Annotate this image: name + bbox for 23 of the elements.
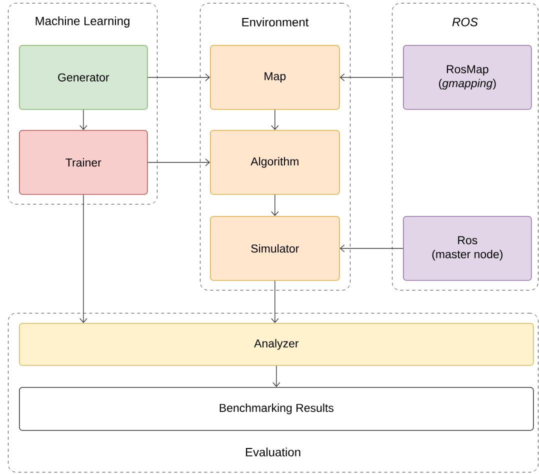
arrow [271,109,279,130]
group-title: Environment [242,18,309,26]
process-box: Algorithm [210,130,340,195]
process-box: Map [210,45,340,110]
arrow [147,74,210,82]
ros-box: Ros (master node) [403,216,532,281]
group-title: ROS [452,18,478,26]
group-title: Evaluation [246,448,300,456]
arrow [80,109,88,130]
arrow [80,194,88,323]
results-box: Benchmarking Results [19,387,534,431]
trainer-box: Trainer [19,130,148,195]
arrow [147,158,210,166]
ros-box: RosMap (gmapping) [403,45,532,110]
arrow [340,244,404,252]
arrow [271,194,279,216]
analyzer-box: Analyzer [19,323,534,366]
arrow [272,365,280,387]
process-box: Simulator [210,216,340,281]
generator-box: Generator [19,45,148,110]
arrow [340,74,404,82]
group-title: Machine Learning [36,16,130,28]
arrow [271,280,279,323]
